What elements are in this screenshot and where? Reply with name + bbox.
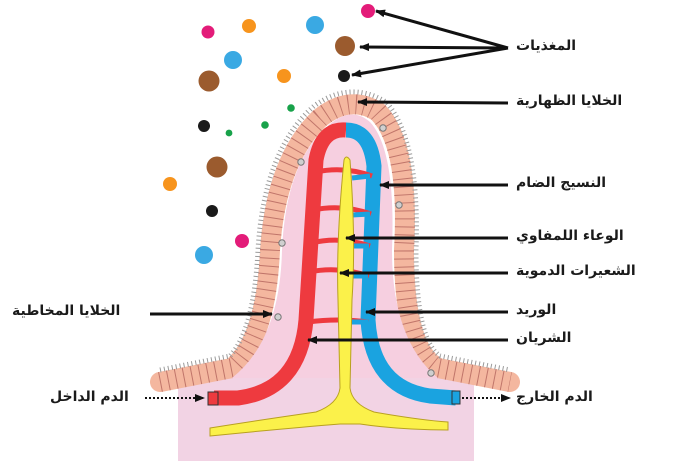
label-capillaries: الشعيرات الدموية — [516, 263, 636, 279]
label-epithelial-cells: الخلايا الظهارية — [516, 93, 622, 109]
label-blood-out: الدم الخارج — [516, 389, 593, 405]
label-connective-tissue: النسيج الضام — [516, 175, 606, 191]
blood-in-stub — [208, 392, 218, 405]
label-artery: الشريان — [516, 330, 571, 346]
label-lymph-vessel: الوعاء اللمفاوي — [516, 228, 624, 244]
label-vein: الوريد — [516, 302, 556, 318]
label-goblet-cells: الخلايا المخاطية — [12, 303, 120, 319]
label-nutrients: المغذيات — [516, 38, 576, 54]
label-blood-in: الدم الداخل — [50, 389, 129, 405]
blood-out-stub — [452, 391, 460, 404]
